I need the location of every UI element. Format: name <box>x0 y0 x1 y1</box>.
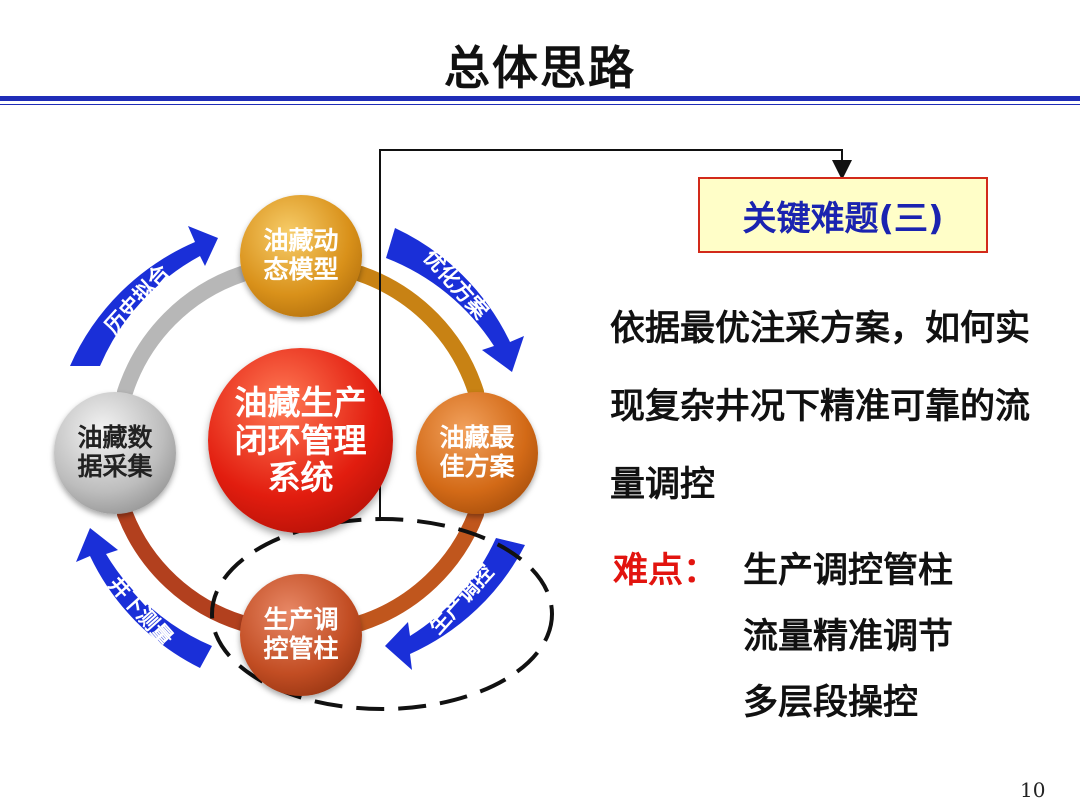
difficulty-list: 难点： 生产调控管柱 流量精准调节 多层段操控 <box>613 538 953 736</box>
connector-line <box>379 149 852 520</box>
difficulty-item: 流量精准调节 <box>743 617 954 657</box>
node-data-collection: 油藏数 据采集 <box>54 392 176 514</box>
difficulty-row: 难点： 生产调控管柱 <box>613 538 953 604</box>
title-underline-thin <box>0 104 1080 105</box>
difficulty-label: 难点： <box>613 551 719 591</box>
arrow-history-matching <box>70 226 218 366</box>
page-title: 总体思路 <box>444 41 636 95</box>
page-number: 10 <box>1020 778 1046 802</box>
difficulty-item: 生产调控管柱 <box>743 551 954 591</box>
ring-segment-string-data <box>117 506 250 631</box>
node-center-system: 油藏生产 闭环管理 系统 <box>208 348 393 533</box>
node-reservoir-model: 油藏动 态模型 <box>240 195 362 317</box>
difficulty-row: 多层段操控 <box>613 670 953 736</box>
key-problem-description: 依据最优注采方案，如何实现复杂井况下精准可靠的流量调控 <box>610 309 1031 505</box>
difficulty-item: 多层段操控 <box>743 683 919 723</box>
key-problem-box: 关键难题(三) <box>698 177 988 253</box>
ring-segment-data-model <box>117 266 250 400</box>
title-underline <box>0 96 1080 101</box>
arrow-production-control <box>385 538 525 670</box>
node-production-string: 生产调 控管柱 <box>240 574 362 696</box>
node-optimal-plan: 油藏最 佳方案 <box>416 392 538 514</box>
difficulty-row: 流量精准调节 <box>613 604 953 670</box>
arrow-downhole-measure <box>76 528 212 668</box>
arrow-optimize-plan <box>386 228 524 372</box>
highlight-ellipse <box>210 517 554 711</box>
